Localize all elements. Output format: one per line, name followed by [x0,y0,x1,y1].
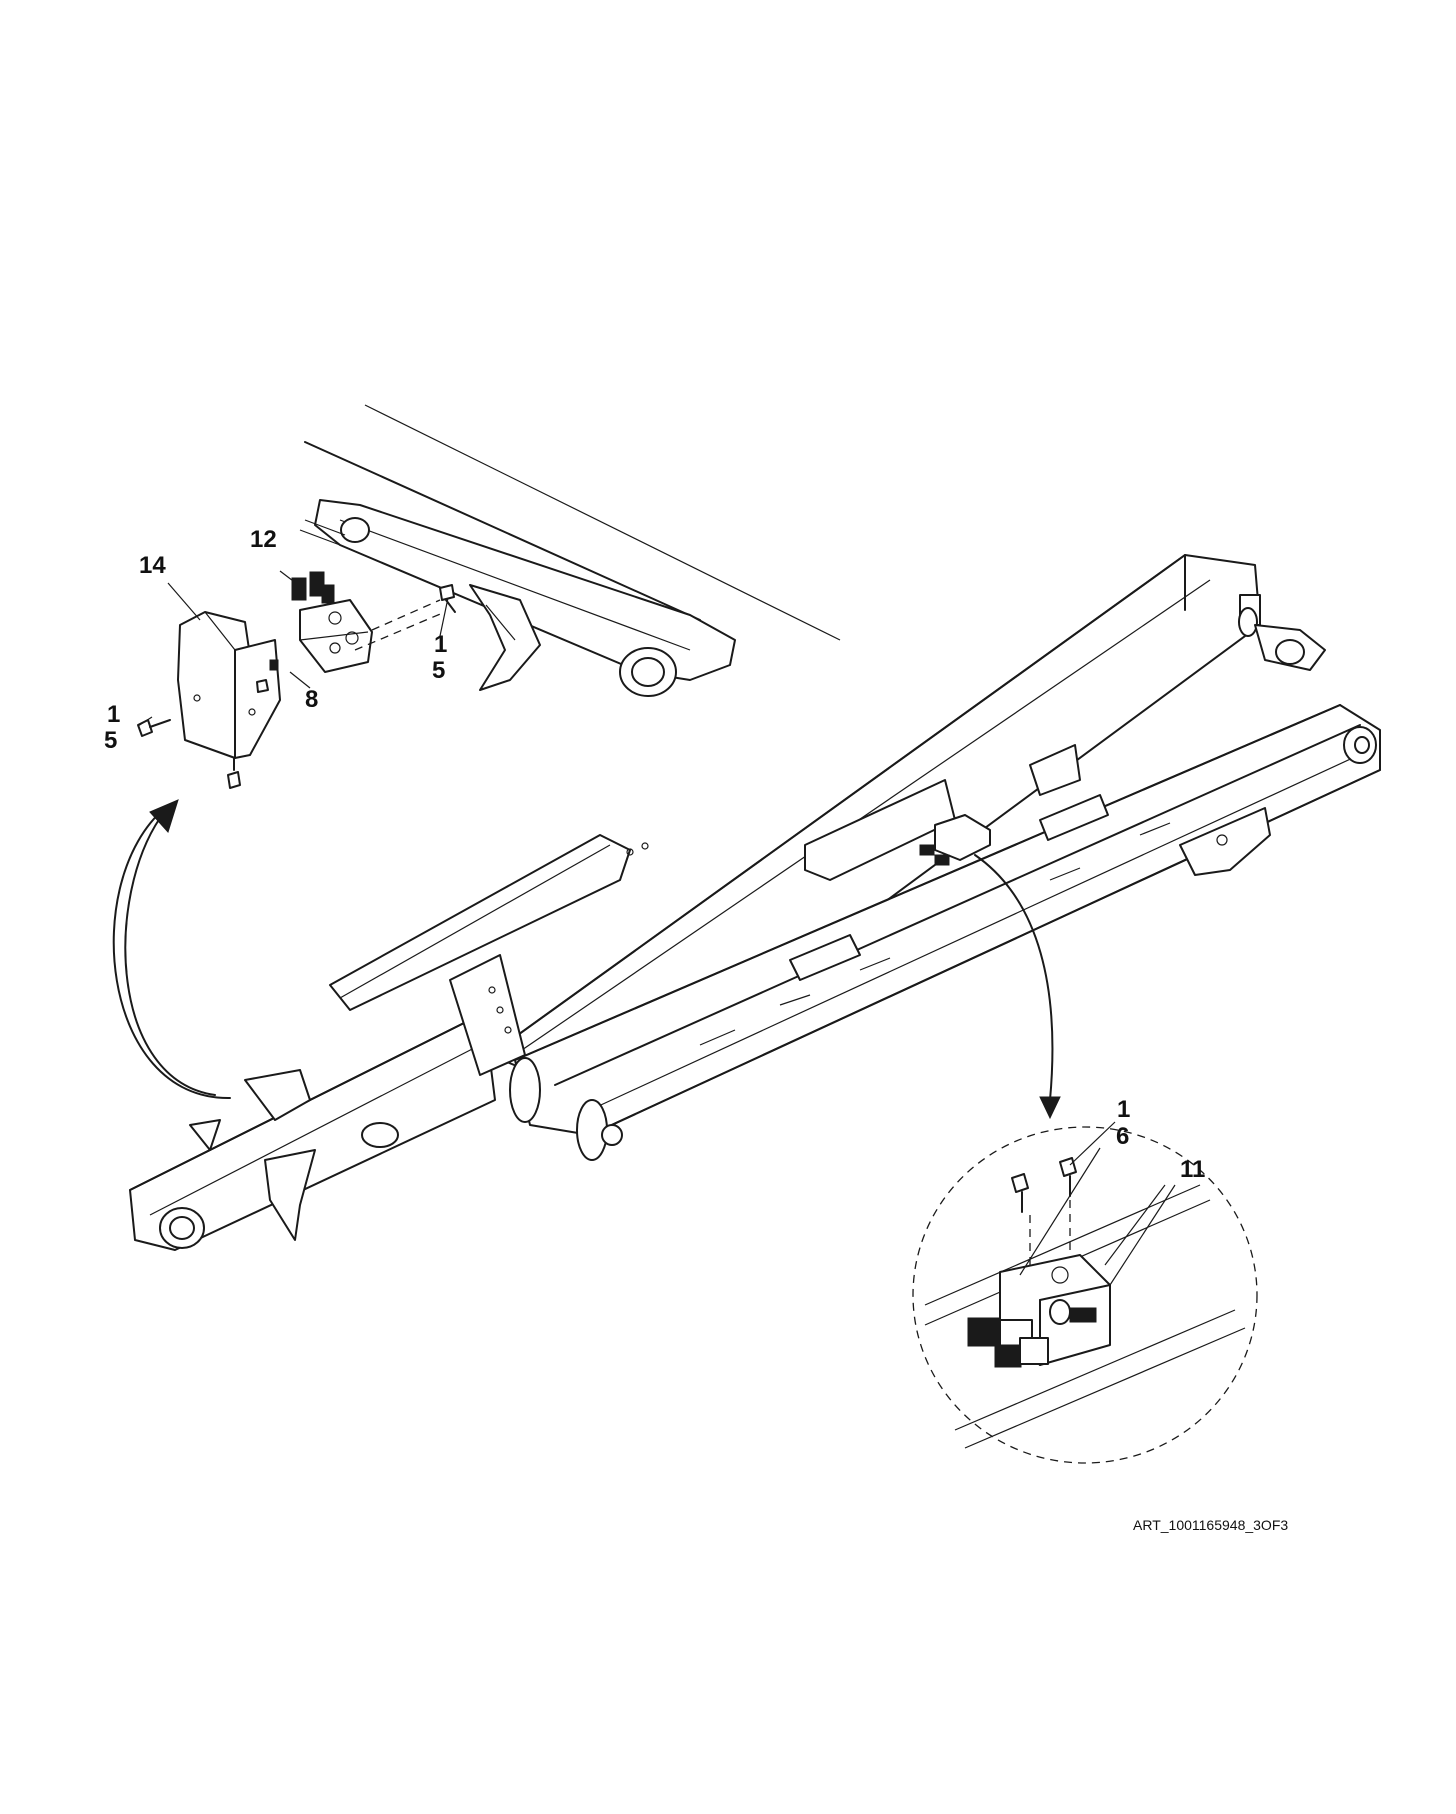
art-reference-id: ART_1001165948_3OF3 [1133,1517,1289,1533]
base-boom-section [129,834,649,1251]
callout-1-mid: 1 [434,631,448,658]
valve-detail-circle [912,1126,1258,1464]
callout-14: 14 [139,552,166,579]
fasteners-upper [137,584,456,789]
callout-12: 12 [250,526,277,553]
callout-8: 8 [305,686,319,713]
arrow-to-valve-detail [974,854,1061,1120]
valve-block [291,571,446,673]
callout-5-left: 5 [104,727,118,754]
arrow-to-cover-detail [112,799,231,1100]
callout-6-detail: 6 [1116,1123,1130,1150]
main-boom [489,554,1381,1161]
callout-5-mid: 5 [432,657,446,684]
callout-11-detail: 11 [1180,1156,1206,1183]
valve-cover [177,611,281,759]
callout-1-detail: 1 [1117,1096,1131,1123]
callout-1-left: 1 [107,701,121,728]
upper-boom-section [299,404,841,697]
